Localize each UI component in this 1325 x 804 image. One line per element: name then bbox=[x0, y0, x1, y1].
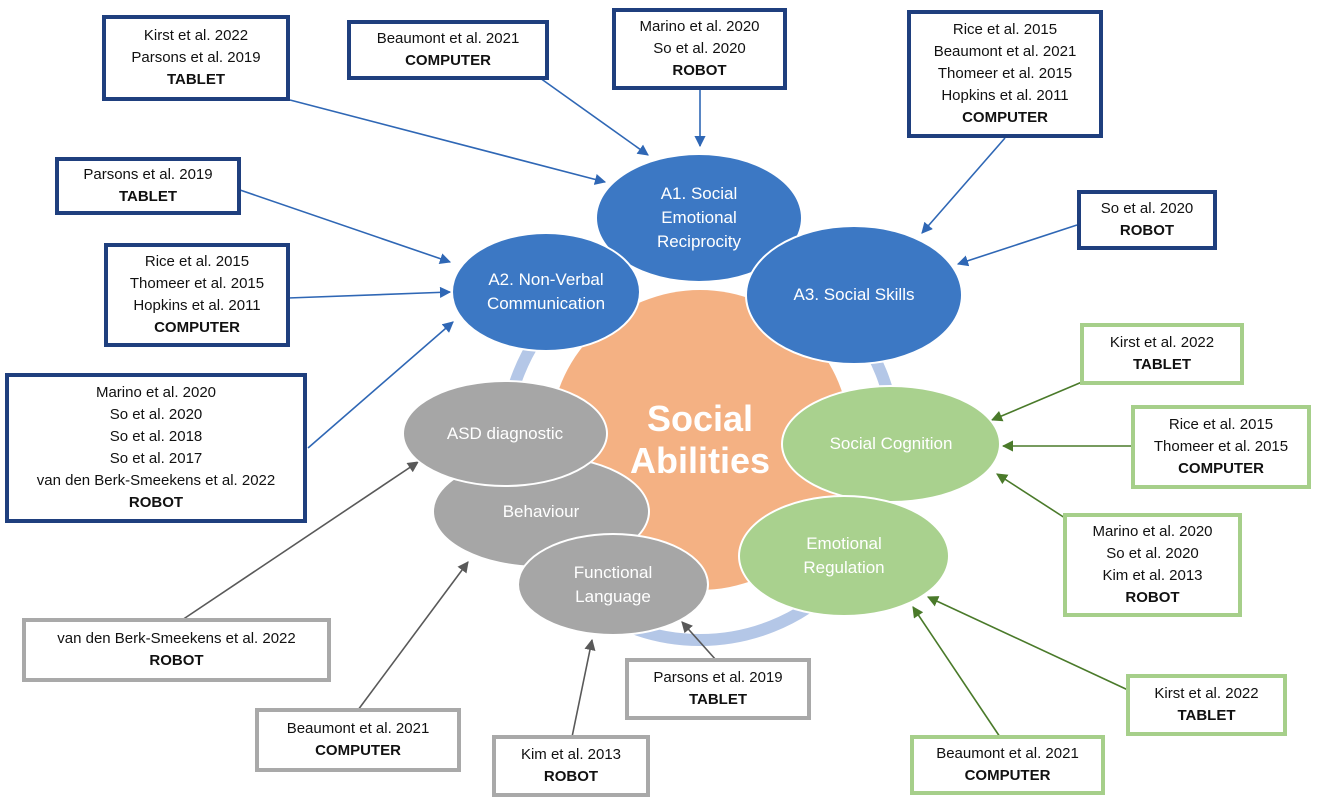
arrow bbox=[539, 77, 649, 156]
arrow bbox=[912, 606, 1001, 738]
reference-citation: Kirst et al. 2022 bbox=[143, 27, 249, 44]
reference-citation: So et al. 2018 bbox=[109, 428, 203, 445]
reference-citation: Kirst et al. 2022 bbox=[1109, 334, 1215, 351]
arrow bbox=[289, 99, 607, 185]
reference-citation: Marino et al. 2020 bbox=[639, 18, 760, 35]
reference-citation: Thomeer et al. 2015 bbox=[129, 275, 265, 292]
reference-citation: Kim et al. 2013 bbox=[520, 746, 622, 763]
technology-label: TABLET bbox=[118, 188, 178, 205]
technology-label: COMPUTER bbox=[964, 767, 1051, 784]
node-social-cognition: Social Cognition bbox=[781, 385, 1001, 503]
arrow bbox=[287, 286, 452, 299]
reference-citation: So et al. 2020 bbox=[1106, 545, 1199, 562]
reference-citation: Hopkins et al. 2011 bbox=[941, 87, 1069, 104]
reference-citation: Rice et al. 2015 bbox=[952, 21, 1058, 38]
arrow bbox=[681, 621, 717, 661]
node-functional-language: Functional Language bbox=[517, 533, 709, 636]
technology-label: COMPUTER bbox=[962, 109, 1048, 126]
reference-citation: van den Berk-Smeekens et al. 2022 bbox=[57, 630, 296, 647]
reference-citation: So et al. 2017 bbox=[109, 450, 203, 467]
arrow bbox=[996, 473, 1066, 519]
node-a3-social-skills: A3. Social Skills bbox=[745, 225, 963, 365]
reference-citation: Beaumont et al. 2021 bbox=[376, 30, 520, 47]
technology-label: COMPUTER bbox=[315, 742, 401, 759]
arrow bbox=[571, 638, 596, 738]
reference-citation: Hopkins et al. 2011 bbox=[133, 297, 261, 314]
core-label: Social Abilities bbox=[629, 398, 771, 481]
reference-citation: Marino et al. 2020 bbox=[1092, 523, 1213, 540]
technology-label: ROBOT bbox=[1125, 589, 1180, 606]
reference-citation: Parsons et al. 2019 bbox=[131, 49, 261, 66]
reference-box: Marino et al. 2020 So et al. 2020 So et al… bbox=[5, 373, 307, 523]
arrow bbox=[357, 561, 469, 711]
arrow bbox=[990, 381, 1083, 422]
reference-citation: Thomeer et al. 2015 bbox=[1153, 438, 1289, 455]
technology-label: COMPUTER bbox=[154, 319, 240, 336]
reference-citation: Parsons et al. 2019 bbox=[83, 166, 213, 183]
technology-label: COMPUTER bbox=[1178, 460, 1264, 477]
reference-citation: Rice et al. 2015 bbox=[1168, 416, 1274, 433]
technology-label: ROBOT bbox=[149, 652, 204, 669]
reference-citation: So et al. 2020 bbox=[109, 406, 203, 423]
reference-citation: Rice et al. 2015 bbox=[144, 253, 250, 270]
technology-label: TABLET bbox=[1132, 356, 1192, 373]
node-emotional-regulation: Emotional Regulation bbox=[738, 495, 950, 617]
technology-label: ROBOT bbox=[543, 768, 599, 785]
technology-label: ROBOT bbox=[128, 494, 184, 511]
reference-citation: So et al. 2020 bbox=[653, 40, 746, 57]
technology-label: ROBOT bbox=[672, 62, 727, 79]
reference-citation: Beaumont et al. 2021 bbox=[933, 43, 1077, 60]
reference-citation: Thomeer et al. 2015 bbox=[937, 65, 1073, 82]
arrow bbox=[956, 224, 1078, 267]
reference-citation: Marino et al. 2020 bbox=[95, 384, 217, 401]
technology-label: COMPUTER bbox=[405, 52, 491, 69]
reference-citation: So et al. 2020 bbox=[1100, 200, 1194, 217]
reference-citation: Kim et al. 2013 bbox=[1102, 567, 1203, 584]
node-asd-diagnostic: ASD diagnostic bbox=[402, 380, 608, 487]
arrow bbox=[181, 461, 419, 621]
technology-label: ROBOT bbox=[1119, 222, 1175, 239]
technology-label: TABLET bbox=[166, 71, 226, 88]
reference-citation: Kirst et al. 2022 bbox=[1154, 685, 1259, 702]
arrow bbox=[239, 189, 452, 265]
reference-citation: Parsons et al. 2019 bbox=[653, 669, 783, 686]
reference-citation: van den Berk-Smeekens et al. 2022 bbox=[36, 472, 276, 489]
node-a2-non-verbal-communication: A2. Non-Verbal Communication bbox=[451, 232, 641, 352]
arrow bbox=[921, 137, 1006, 234]
arrow bbox=[926, 596, 1129, 691]
technology-label: TABLET bbox=[688, 691, 748, 708]
reference-citation: Beaumont et al. 2021 bbox=[936, 745, 1079, 762]
reference-citation: Beaumont et al. 2021 bbox=[286, 720, 430, 737]
arrow bbox=[307, 321, 454, 449]
technology-label: TABLET bbox=[1177, 707, 1236, 724]
